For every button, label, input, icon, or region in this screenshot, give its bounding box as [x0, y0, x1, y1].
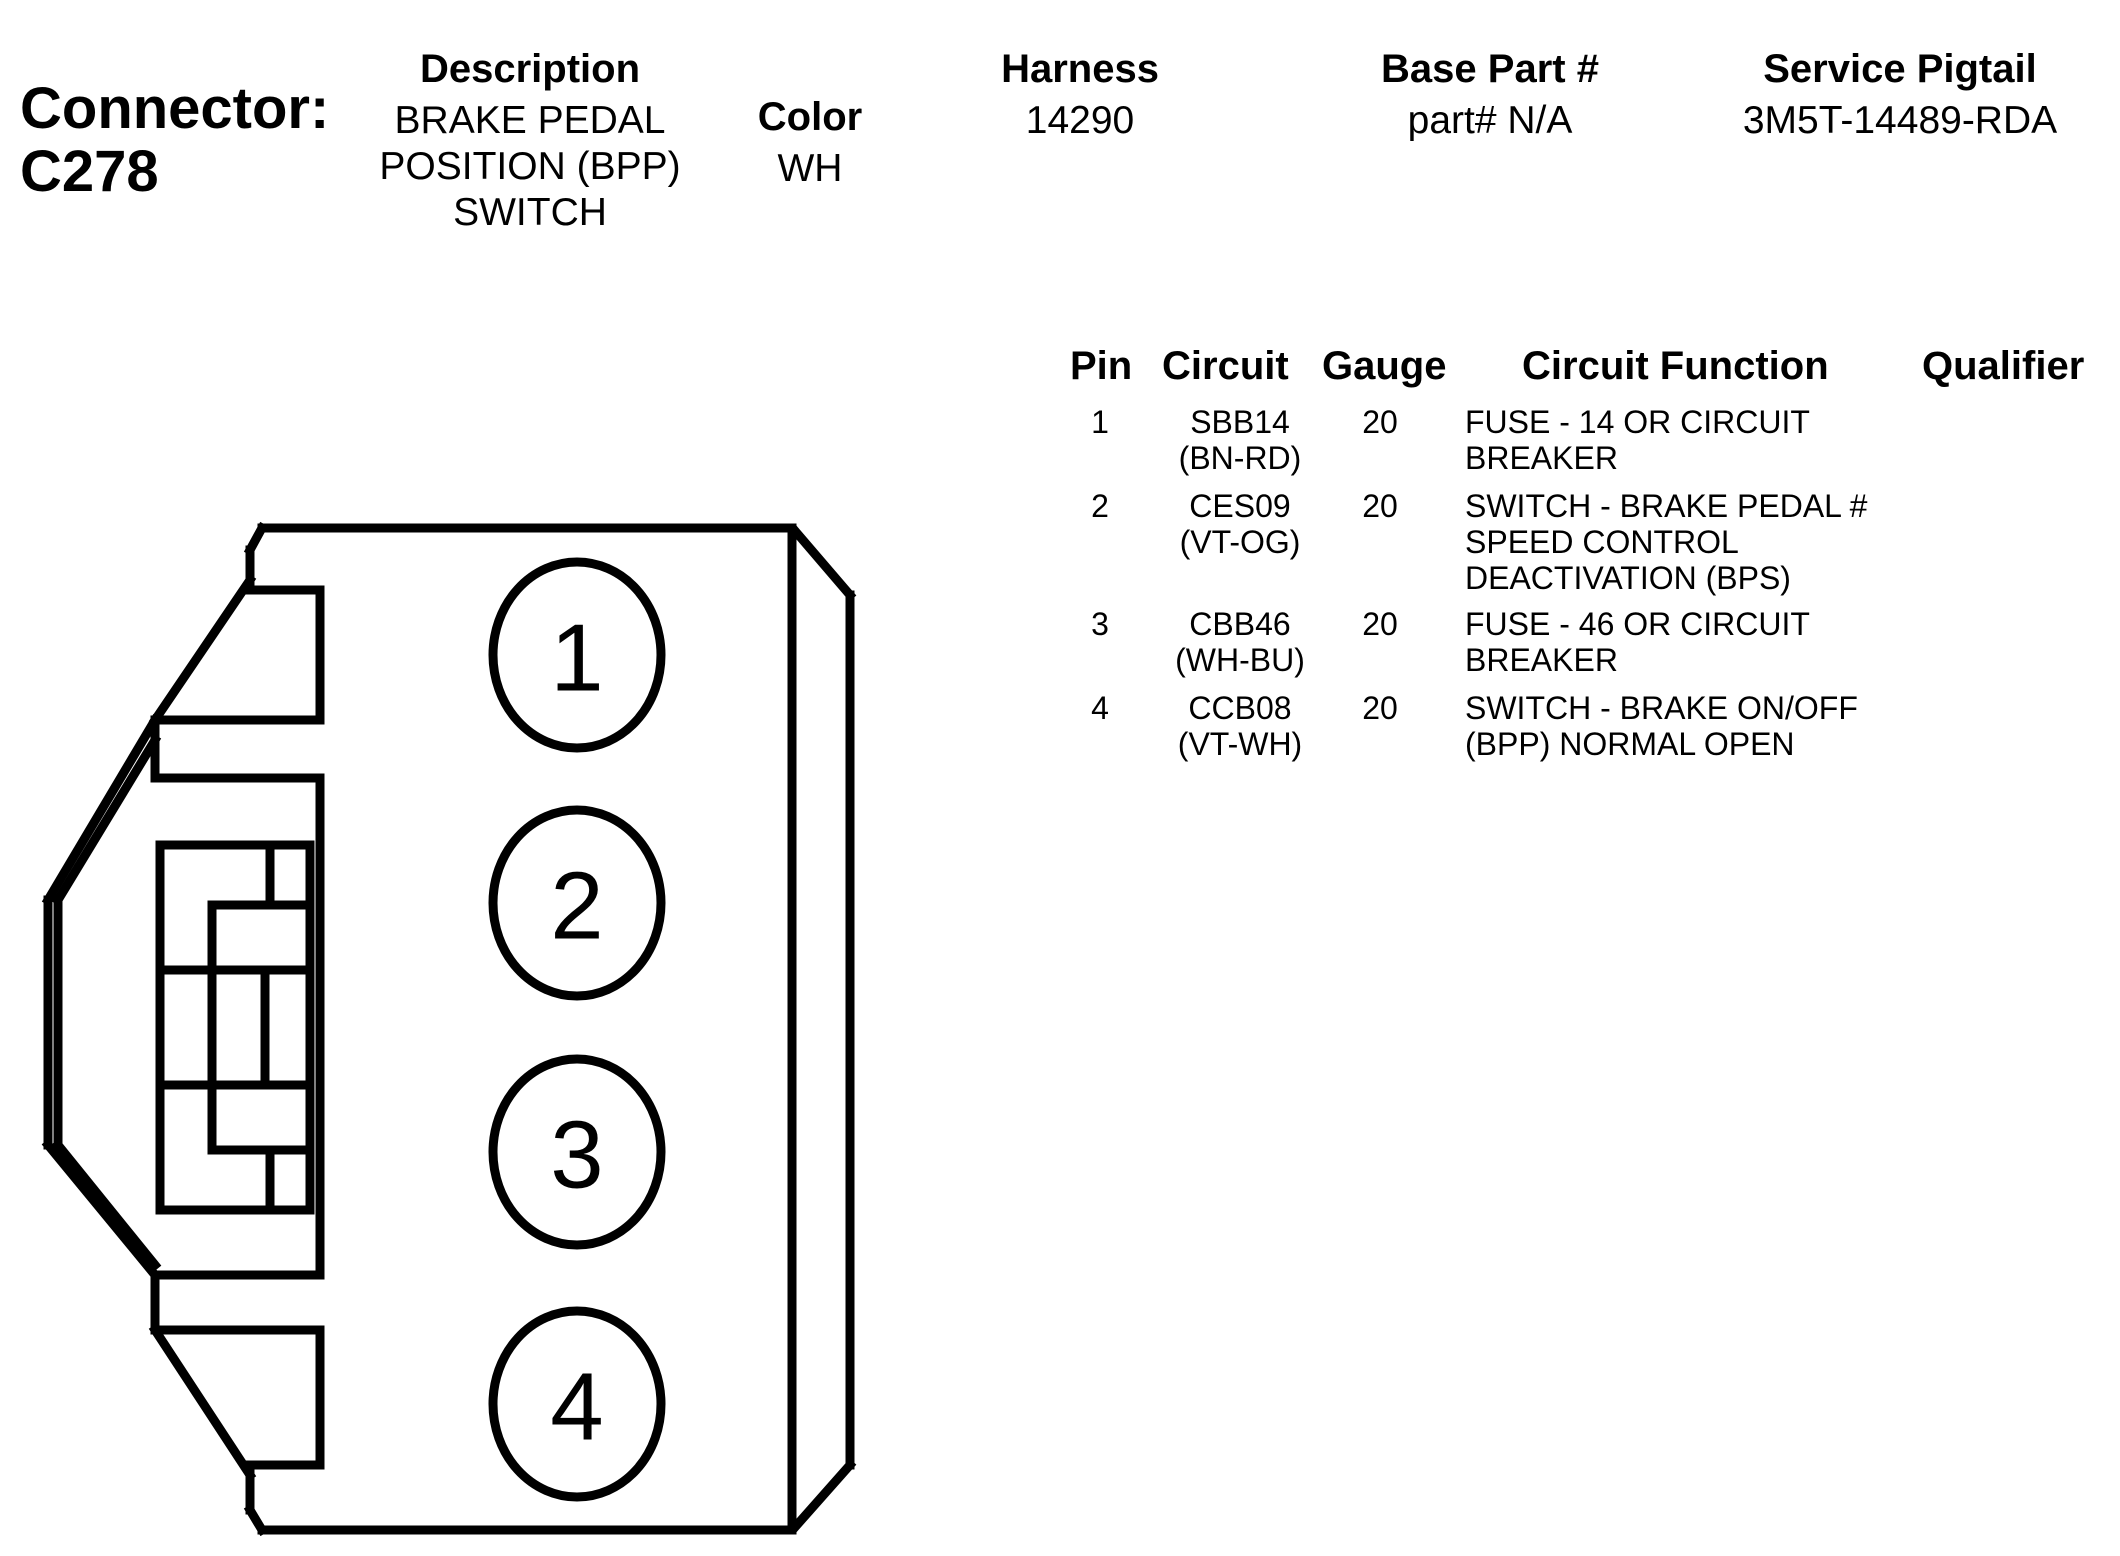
- circuit-code: SBB14: [1190, 404, 1290, 440]
- function-cell: FUSE - 46 OR CIRCUIT BREAKER: [1465, 606, 1810, 678]
- harness-column: Harness 14290: [980, 46, 1180, 144]
- base-part-column: Base Part # part# N/A: [1360, 46, 1620, 144]
- description-header: Description: [419, 47, 641, 91]
- pin-cell: 3: [1091, 606, 1109, 642]
- description-column: Description BRAKE PEDAL POSITION (BPP) S…: [350, 46, 710, 236]
- gauge-cell: 20: [1362, 690, 1398, 726]
- function-line: DEACTIVATION (BPS): [1465, 560, 1791, 596]
- table-row: 1 SBB14 (BN-RD) 20 FUSE - 14 OR CIRCUIT …: [1050, 404, 2110, 488]
- column-header-gauge: Gauge: [1322, 344, 1447, 388]
- base-part-header: Base Part #: [1381, 47, 1599, 91]
- column-header-qualifier: Qualifier: [1922, 344, 2085, 388]
- circuit-color: (VT-WH): [1177, 726, 1303, 762]
- table-row: 2 CES09 (VT-OG) 20 SWITCH - BRAKE PEDAL …: [1050, 488, 2110, 606]
- pin-cavity-2: 2: [488, 805, 666, 1001]
- harness-header: Harness: [1001, 47, 1159, 91]
- pin-table: Pin Circuit Gauge Circuit Function Quali…: [1050, 344, 2110, 770]
- circuit-code: CBB46: [1189, 606, 1291, 642]
- pin-table-header: Pin Circuit Gauge Circuit Function Quali…: [1050, 344, 2110, 404]
- function-line: SWITCH - BRAKE ON/OFF: [1465, 690, 1858, 726]
- gauge-cell: 20: [1362, 488, 1398, 524]
- column-header-circuit: Circuit: [1162, 344, 1289, 388]
- pin-label-1: 1: [550, 605, 603, 712]
- pin-label-4: 4: [550, 1354, 603, 1461]
- description-line-2: POSITION (BPP): [379, 145, 681, 189]
- gauge-cell: 20: [1362, 606, 1398, 642]
- connector-face-diagram: 1 2 3 4: [41, 521, 857, 1537]
- pin-cell: 4: [1091, 690, 1109, 726]
- function-cell: SWITCH - BRAKE PEDAL # SPEED CONTROL DEA…: [1465, 488, 1867, 596]
- function-line: SWITCH - BRAKE PEDAL #: [1465, 488, 1868, 524]
- pin-cell: 1: [1091, 404, 1109, 440]
- color-header: Color: [757, 95, 863, 139]
- column-header-pin: Pin: [1070, 344, 1133, 388]
- color-value: WH: [777, 147, 843, 190]
- function-line: FUSE - 14 OR CIRCUIT: [1465, 404, 1810, 440]
- function-line: (BPP) NORMAL OPEN: [1465, 726, 1795, 762]
- table-row: 4 CCB08 (VT-WH) 20 SWITCH - BRAKE ON/OFF…: [1050, 690, 2110, 770]
- connector-label: Connector:: [20, 76, 330, 141]
- pin-label-2: 2: [550, 853, 603, 960]
- service-pigtail-header: Service Pigtail: [1763, 47, 2037, 91]
- service-pigtail-value: 3M5T-14489-RDA: [1742, 99, 2058, 142]
- pin-cavity-1: 1: [488, 557, 666, 753]
- pin-cavity-3: 3: [488, 1054, 666, 1250]
- pin-cell: 2: [1091, 488, 1109, 524]
- gauge-cell: 20: [1362, 404, 1398, 440]
- harness-value: 14290: [1025, 99, 1135, 142]
- color-column: Color WH: [740, 94, 880, 192]
- base-part-value: part# N/A: [1407, 99, 1573, 142]
- circuit-color: (BN-RD): [1178, 440, 1302, 476]
- service-pigtail-column: Service Pigtail 3M5T-14489-RDA: [1700, 46, 2100, 144]
- function-line: BREAKER: [1465, 642, 1618, 678]
- function-cell: FUSE - 14 OR CIRCUIT BREAKER: [1465, 404, 1810, 476]
- description-line-1: BRAKE PEDAL: [394, 99, 666, 142]
- table-row: 3 CBB46 (WH-BU) 20 FUSE - 46 OR CIRCUIT …: [1050, 606, 2110, 690]
- pin-cavity-4: 4: [488, 1306, 666, 1502]
- circuit-code: CES09: [1189, 488, 1291, 524]
- function-line: FUSE - 46 OR CIRCUIT: [1465, 606, 1810, 642]
- function-cell: SWITCH - BRAKE ON/OFF (BPP) NORMAL OPEN: [1465, 690, 1858, 762]
- connector-housing-outline: [41, 521, 857, 1537]
- circuit-color: (VT-OG): [1179, 524, 1301, 560]
- column-header-circuit-function: Circuit Function: [1522, 344, 1829, 388]
- connector-title: Connector: C278: [20, 76, 330, 204]
- pin-label-3: 3: [550, 1102, 603, 1209]
- function-line: SPEED CONTROL: [1465, 524, 1739, 560]
- circuit-color: (WH-BU): [1175, 642, 1305, 678]
- connector-latch-detail: [155, 840, 315, 1215]
- description-line-3: SWITCH: [453, 191, 607, 235]
- circuit-cell: CCB08 (VT-WH): [1150, 690, 1330, 762]
- connector-id: C278: [20, 138, 159, 204]
- circuit-cell: CBB46 (WH-BU): [1150, 606, 1330, 678]
- circuit-code: CCB08: [1188, 690, 1292, 726]
- circuit-cell: SBB14 (BN-RD): [1150, 404, 1330, 476]
- circuit-cell: CES09 (VT-OG): [1150, 488, 1330, 560]
- function-line: BREAKER: [1465, 440, 1618, 476]
